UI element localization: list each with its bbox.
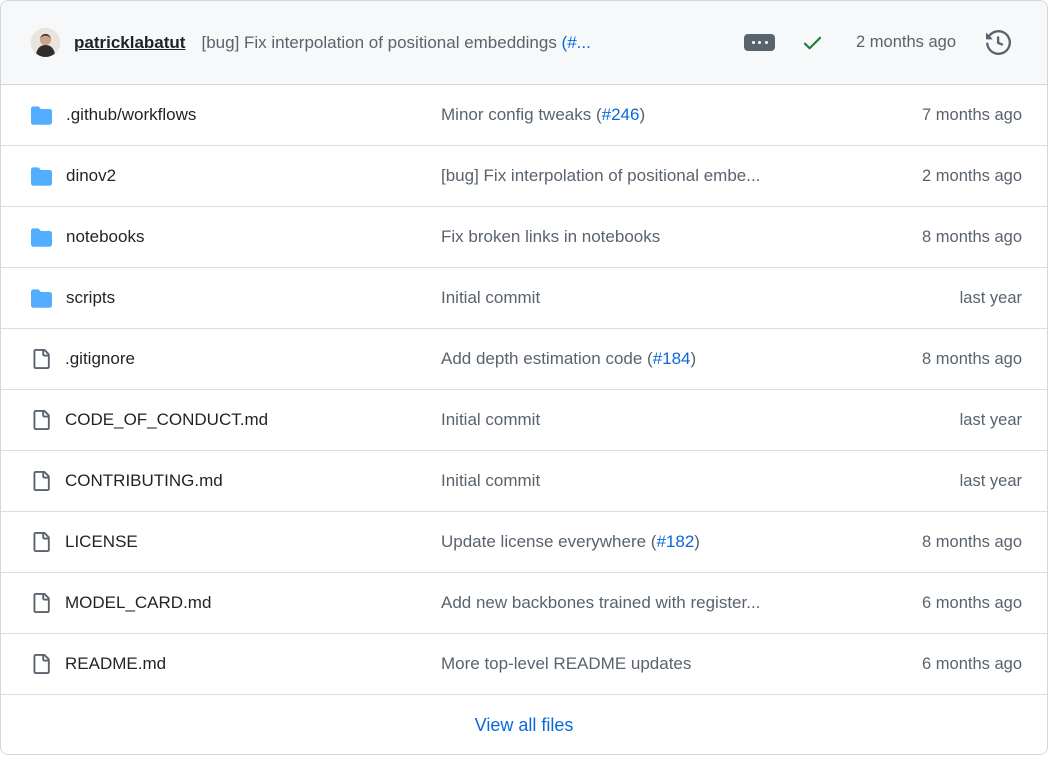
file-name-cell: MODEL_CARD.md bbox=[1, 593, 441, 613]
table-row: notebooks Fix broken links in notebooks … bbox=[1, 207, 1047, 268]
row-commit-time: 7 months ago bbox=[922, 105, 1022, 124]
commit-message-link[interactable]: Initial commit bbox=[441, 471, 847, 491]
file-name-link[interactable]: scripts bbox=[66, 288, 116, 307]
file-name-cell: README.md bbox=[1, 654, 441, 674]
commit-message-link[interactable]: Add new backbones trained with register.… bbox=[441, 593, 847, 613]
file-icon bbox=[31, 410, 51, 430]
table-row: .github/workflows Minor config tweaks (#… bbox=[1, 85, 1047, 146]
row-message-suffix: ) bbox=[690, 349, 697, 368]
folder-fill-icon bbox=[31, 288, 52, 309]
row-commit-time: last year bbox=[959, 471, 1022, 490]
row-message-text: Add depth estimation code ( bbox=[441, 349, 653, 368]
table-row: LICENSE Update license everywhere (#182)… bbox=[1, 512, 1047, 573]
row-message-text: Initial commit bbox=[441, 288, 541, 307]
folder-fill-icon bbox=[31, 166, 52, 187]
row-message-text: Update license everywhere ( bbox=[441, 532, 657, 551]
commit-message-link[interactable]: Add depth estimation code (#184) bbox=[441, 349, 847, 369]
row-message-text: Initial commit bbox=[441, 471, 541, 490]
table-row: CODE_OF_CONDUCT.md Initial commit last y… bbox=[1, 390, 1047, 451]
kebab-horizontal-icon[interactable] bbox=[744, 34, 776, 51]
row-message-text: Fix broken links in notebooks bbox=[441, 227, 661, 246]
commit-message-text: [bug] Fix interpolation of positional em… bbox=[201, 32, 562, 52]
commit-message-link[interactable]: Update license everywhere (#182) bbox=[441, 532, 847, 552]
file-name-link[interactable]: notebooks bbox=[66, 227, 145, 246]
kebab-dot bbox=[751, 41, 755, 44]
file-name-link[interactable]: .gitignore bbox=[65, 349, 135, 368]
row-commit-time: 8 months ago bbox=[922, 532, 1022, 551]
file-name-link[interactable]: .github/workflows bbox=[66, 105, 197, 124]
file-name-link[interactable]: README.md bbox=[65, 654, 167, 673]
checks-status-button[interactable] bbox=[801, 31, 824, 54]
commit-message-link[interactable]: Initial commit bbox=[441, 288, 847, 308]
commit-pr-link[interactable]: (#... bbox=[561, 32, 591, 52]
row-pr-link[interactable]: #246 bbox=[601, 105, 640, 124]
file-list: .github/workflows Minor config tweaks (#… bbox=[1, 85, 1047, 695]
commit-message-link[interactable]: Initial commit bbox=[441, 410, 847, 430]
file-icon bbox=[31, 654, 51, 674]
commit-message-link[interactable]: Fix broken links in notebooks bbox=[441, 227, 847, 247]
latest-commit-bar: patricklabatut [bug] Fix interpolation o… bbox=[1, 1, 1047, 85]
file-name-cell: .gitignore bbox=[1, 349, 441, 369]
row-message-text: Initial commit bbox=[441, 410, 541, 429]
table-row: dinov2 [bug] Fix interpolation of positi… bbox=[1, 146, 1047, 207]
file-name-cell: scripts bbox=[1, 288, 441, 309]
commit-message-link[interactable]: [bug] Fix interpolation of positional em… bbox=[441, 166, 847, 186]
history-icon bbox=[986, 30, 1011, 55]
row-commit-time: 2 months ago bbox=[922, 166, 1022, 185]
commit-time: 2 months ago bbox=[856, 33, 956, 51]
file-name-cell: CODE_OF_CONDUCT.md bbox=[1, 410, 441, 430]
kebab-dot bbox=[764, 41, 768, 44]
file-name-link[interactable]: CODE_OF_CONDUCT.md bbox=[65, 410, 269, 429]
row-commit-time: 8 months ago bbox=[922, 227, 1022, 246]
file-name-link[interactable]: CONTRIBUTING.md bbox=[65, 471, 223, 490]
row-message-text: Minor config tweaks ( bbox=[441, 105, 602, 124]
row-commit-time: 6 months ago bbox=[922, 593, 1022, 612]
row-pr-link[interactable]: #182 bbox=[656, 532, 695, 551]
table-row: MODEL_CARD.md Add new backbones trained … bbox=[1, 573, 1047, 634]
footer: View all files bbox=[1, 695, 1047, 754]
row-pr-link[interactable]: #184 bbox=[652, 349, 691, 368]
avatar[interactable] bbox=[31, 28, 60, 57]
row-commit-time: last year bbox=[959, 410, 1022, 429]
file-name-cell: notebooks bbox=[1, 227, 441, 248]
file-name-link[interactable]: dinov2 bbox=[66, 166, 117, 185]
file-icon bbox=[31, 532, 51, 552]
row-commit-time: 6 months ago bbox=[922, 654, 1022, 673]
file-name-cell: dinov2 bbox=[1, 166, 441, 187]
file-icon bbox=[31, 593, 51, 613]
row-message-text: Add new backbones trained with register.… bbox=[441, 593, 761, 612]
commit-message-link[interactable]: Minor config tweaks (#246) bbox=[441, 105, 847, 125]
avatar-image bbox=[31, 28, 60, 57]
row-message-text: [bug] Fix interpolation of positional em… bbox=[441, 166, 761, 185]
commit-author-link[interactable]: patricklabatut bbox=[74, 32, 186, 52]
file-name-cell: LICENSE bbox=[1, 532, 441, 552]
table-row: .gitignore Add depth estimation code (#1… bbox=[1, 329, 1047, 390]
file-name-cell: CONTRIBUTING.md bbox=[1, 471, 441, 491]
row-commit-time: 8 months ago bbox=[922, 349, 1022, 368]
row-message-text: More top-level README updates bbox=[441, 654, 692, 673]
table-row: README.md More top-level README updates … bbox=[1, 634, 1047, 695]
file-name-link[interactable]: MODEL_CARD.md bbox=[65, 593, 212, 612]
row-message-suffix: ) bbox=[639, 105, 646, 124]
view-all-files-link[interactable]: View all files bbox=[474, 714, 574, 735]
folder-fill-icon bbox=[31, 105, 52, 126]
row-message-suffix: ) bbox=[694, 532, 700, 551]
commit-message[interactable]: [bug] Fix interpolation of positional em… bbox=[201, 33, 718, 53]
file-icon bbox=[31, 471, 51, 491]
kebab-dot bbox=[758, 41, 762, 44]
check-icon bbox=[803, 36, 822, 50]
file-name-cell: .github/workflows bbox=[1, 105, 441, 126]
commit-history-button[interactable] bbox=[986, 30, 1011, 55]
table-row: CONTRIBUTING.md Initial commit last year bbox=[1, 451, 1047, 512]
table-row: scripts Initial commit last year bbox=[1, 268, 1047, 329]
file-name-link[interactable]: LICENSE bbox=[65, 532, 138, 551]
row-commit-time: last year bbox=[959, 288, 1022, 307]
folder-fill-icon bbox=[31, 227, 52, 248]
file-icon bbox=[31, 349, 51, 369]
commit-message-link[interactable]: More top-level README updates bbox=[441, 654, 847, 674]
